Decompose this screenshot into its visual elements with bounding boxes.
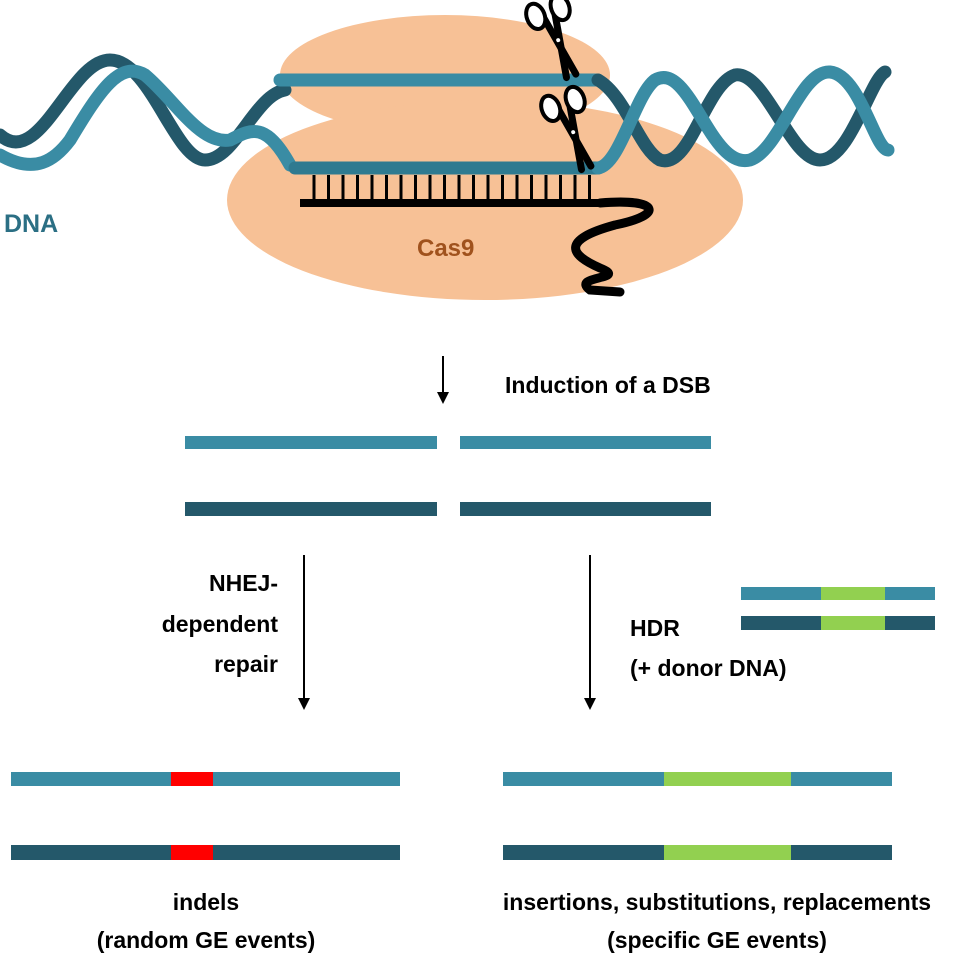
guide-rna-rungs	[312, 175, 591, 200]
hdr-insert-top	[664, 772, 791, 786]
dsb-arrow	[437, 356, 449, 404]
nhej-label-line3: repair	[214, 651, 278, 677]
hdr-arrow	[584, 555, 596, 710]
broken-dna	[185, 436, 711, 516]
indels-label-line2: (random GE events)	[97, 927, 316, 953]
donor-insert-top	[821, 587, 885, 600]
donor-dna	[741, 587, 935, 630]
indels-label-line1: indels	[173, 889, 239, 915]
dna-helix-right	[591, 65, 895, 175]
broken-strand-bottom-right	[460, 502, 711, 516]
indel-mark-top	[171, 772, 213, 786]
donor-insert-bottom	[821, 616, 885, 630]
hdr-label-line2: (+ donor DNA)	[630, 655, 787, 681]
induction-label: Induction of a DSB	[505, 372, 711, 398]
scissors-icon-top	[524, 0, 580, 82]
broken-strand-top-right	[460, 436, 711, 449]
dna-helix-left	[0, 53, 297, 172]
hdr-result-dna	[503, 772, 892, 860]
dna-strand-light-right	[591, 65, 895, 175]
nhej-arrow	[298, 555, 310, 710]
insertions-label-line2: (specific GE events)	[607, 927, 827, 953]
broken-strand-bottom-left	[185, 502, 437, 516]
hdr-insert-bottom	[664, 845, 791, 860]
dna-strand-light-left	[0, 64, 297, 172]
indel-mark-bottom	[171, 845, 213, 860]
nhej-label-line2: dependent	[162, 611, 279, 637]
scissors-icon-bottom	[539, 84, 595, 174]
nhej-label-line1: NHEJ-	[209, 570, 278, 596]
cas9-label: Cas9	[417, 235, 474, 262]
hdr-label-line1: HDR	[630, 615, 680, 641]
guide-rna-tail	[571, 197, 654, 297]
nhej-result-dna	[11, 772, 400, 860]
insertions-label-line1: insertions, substitutions, replacements	[503, 889, 931, 915]
broken-strand-top-left	[185, 436, 437, 449]
unwound-dna	[273, 73, 605, 175]
dna-label: DNA	[4, 210, 58, 238]
guide-rna	[300, 175, 654, 297]
dna-strand-dark-right	[591, 65, 892, 168]
